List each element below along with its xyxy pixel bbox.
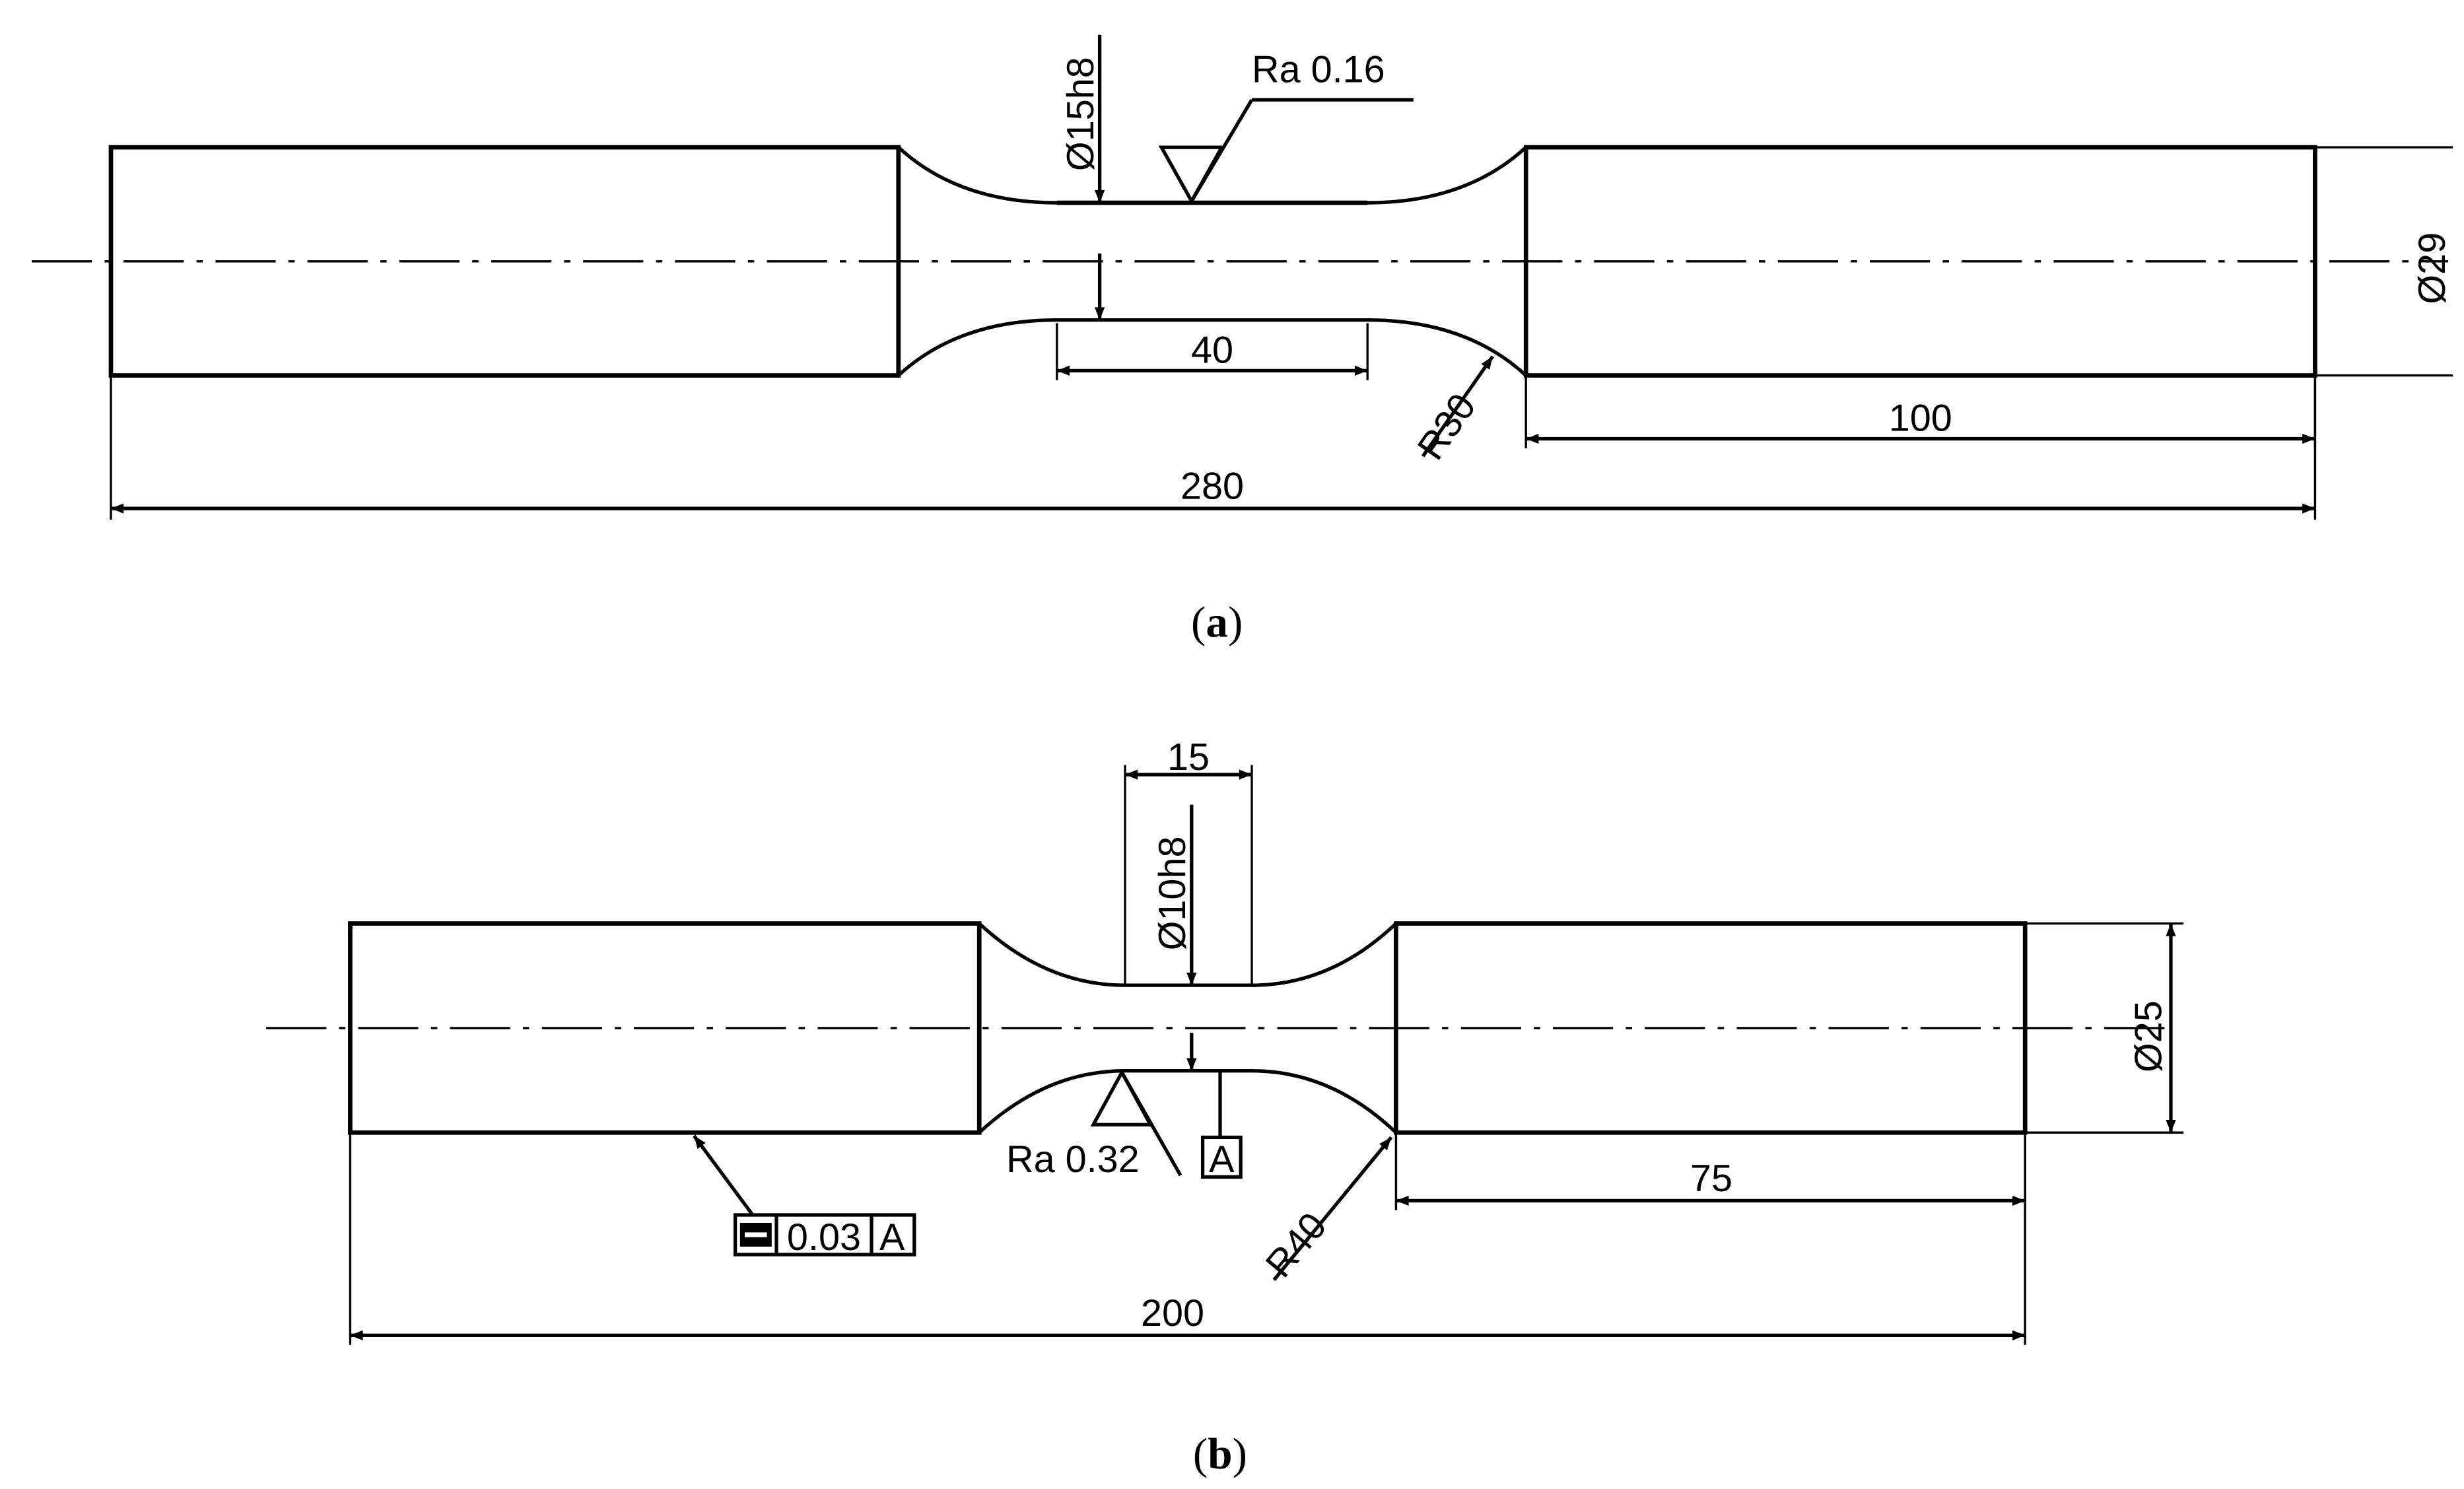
- total-length-label-a: 280: [1181, 466, 1244, 508]
- grip-length-label-a: 100: [1889, 398, 1952, 440]
- specimen-a-outline: [108, 145, 2317, 378]
- outer-diameter-dimension-b: Ø25: [2025, 922, 2184, 1134]
- outer-diameter-label-b: Ø25: [2128, 1000, 2170, 1072]
- outer-diameter-label-a: Ø29: [2411, 232, 2453, 304]
- figure-a: Ø15h8 Ra 0.16 40 R30 100: [32, 34, 2453, 646]
- waist-length-dimension-b: 15: [1124, 736, 1253, 986]
- specimen-b-outline: [348, 921, 2028, 1135]
- symmetry-icon: [739, 1222, 772, 1247]
- fillet-radius-dimension-a: R30: [1410, 355, 1494, 467]
- roughness-label-a: Ra 0.16: [1252, 49, 1385, 91]
- fillet-radius-dimension-b: R40: [1258, 1136, 1393, 1286]
- waist-length-label-a: 40: [1191, 329, 1233, 371]
- total-length-dimension-a: 280: [110, 375, 2317, 520]
- waist-length-label-b: 15: [1167, 736, 1210, 779]
- datum-label-b: A: [1209, 1138, 1235, 1181]
- figure-b: 15 Ø10h8 Ra 0.32 A: [266, 736, 2184, 1478]
- total-length-dimension-b: 200: [349, 1132, 2026, 1345]
- datum-feature-b: A: [1200, 1070, 1243, 1181]
- roughness-symbol-b: Ra 0.32: [1006, 1068, 1182, 1181]
- total-length-label-b: 200: [1141, 1292, 1204, 1334]
- waist-diameter-dimension-b: Ø10h8: [1151, 804, 1197, 1071]
- waist-diameter-label-a: Ø15h8: [1060, 57, 1102, 171]
- tolerance-frame-b: 0.03 A: [693, 1134, 916, 1259]
- waist-diameter-label-b: Ø10h8: [1151, 837, 1194, 951]
- outer-diameter-dimension-a: Ø29: [2315, 146, 2453, 377]
- grip-length-dimension-a: 100: [1524, 375, 2317, 448]
- caption-b: (b): [1193, 1429, 1247, 1478]
- fillet-radius-label-a: R30: [1410, 386, 1484, 467]
- waist-length-dimension-a: 40: [1056, 323, 1369, 380]
- grip-length-label-b: 75: [1690, 1158, 1732, 1200]
- waist-diameter-dimension-a: Ø15h8: [1060, 34, 1105, 320]
- roughness-symbol-a: Ra 0.16: [1158, 49, 1414, 205]
- tolerance-datum-b: A: [879, 1216, 905, 1259]
- roughness-label-b: Ra 0.32: [1006, 1138, 1140, 1181]
- caption-a: (a): [1191, 597, 1243, 646]
- tolerance-value-b: 0.03: [787, 1216, 861, 1259]
- grip-length-dimension-b: 75: [1394, 1132, 2026, 1210]
- fillet-radius-label-b: R40: [1258, 1205, 1335, 1286]
